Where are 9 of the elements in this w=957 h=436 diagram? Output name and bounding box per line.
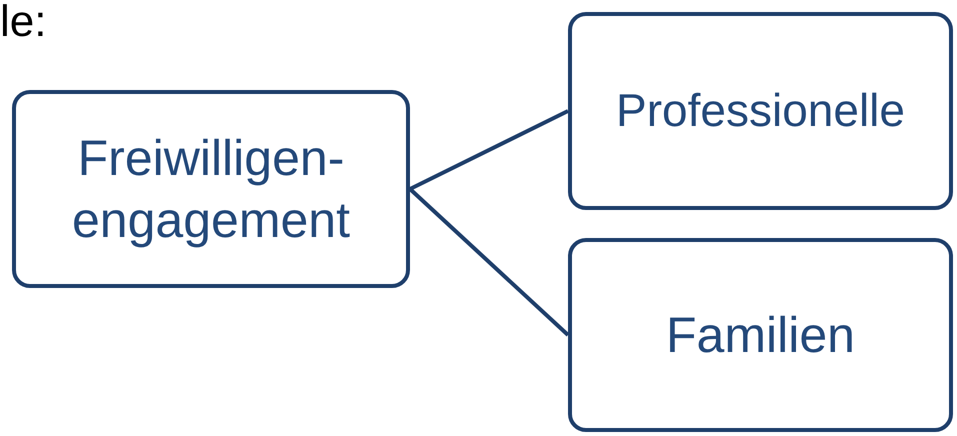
box-label: Freiwilligen- engagement bbox=[70, 128, 351, 250]
rounded-box bbox=[12, 90, 410, 288]
rounded-box bbox=[568, 238, 953, 432]
title-fragment: le: bbox=[0, 0, 46, 44]
connector-line bbox=[408, 188, 570, 336]
rounded-box bbox=[568, 12, 953, 210]
box-label: Familien bbox=[665, 306, 856, 365]
box-label: Professionelle bbox=[615, 83, 906, 138]
connector-line bbox=[409, 109, 569, 191]
